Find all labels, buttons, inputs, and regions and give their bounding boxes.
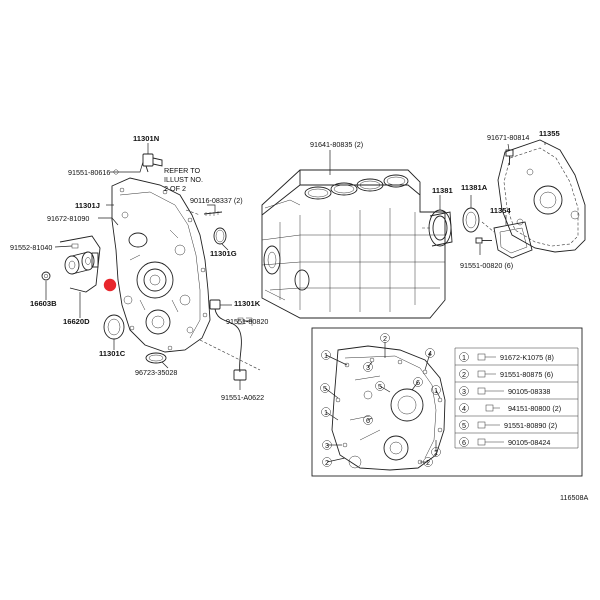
label-11301K: 11301K <box>234 299 261 308</box>
legend-row: 2 91551-80875 (6) <box>459 369 553 379</box>
svg-text:2: 2 <box>426 458 430 467</box>
legend-part: 91551-80875 (6) <box>500 370 553 379</box>
refer-note-line1: REFER TO <box>164 166 200 175</box>
retainer-11381-drawing <box>428 209 453 247</box>
svg-text:2: 2 <box>325 458 329 467</box>
label-16603B: 16603B <box>30 299 57 308</box>
label-91551-A0622: 91551-A0622 <box>221 393 264 402</box>
bracket-16620D-drawing <box>59 235 101 293</box>
label-11381A: 11381A <box>461 183 488 192</box>
sensor-11301N-drawing <box>113 153 163 175</box>
oil-seal-11301C-drawing <box>103 314 125 340</box>
svg-text:5: 5 <box>462 421 466 430</box>
seal-96723-drawing <box>145 352 167 364</box>
part-labels: 11301N 91551-80616 11301J 91672-81090 91… <box>10 129 560 402</box>
legend-part: 91551-80890 (2) <box>504 421 557 430</box>
svg-text:5: 5 <box>323 384 327 393</box>
svg-text:6: 6 <box>366 416 370 425</box>
svg-text:6: 6 <box>416 378 420 387</box>
refer-note-line3: 2 OF 2 <box>164 184 186 193</box>
legend-row: 3 90105-08338 <box>459 386 550 396</box>
label-91672-81090: 91672-81090 <box>47 214 89 223</box>
label-11381: 11381 <box>432 186 453 195</box>
legend-row: 4 94151-80800 (2) <box>459 403 561 413</box>
svg-text:6: 6 <box>462 438 466 447</box>
bolt-91671-drawing <box>505 149 514 165</box>
figure-id: 116508A <box>560 493 588 502</box>
svg-text:2: 2 <box>434 448 438 457</box>
label-11301N: 11301N <box>133 134 159 143</box>
label-90116-08337: 90116-08337 (2) <box>190 196 243 205</box>
svg-text:3: 3 <box>462 387 466 396</box>
fastener-legend: 1 91672-K1075 (8) 2 91551-80875 (6) 3 90… <box>459 352 561 447</box>
svg-text:1: 1 <box>462 353 466 362</box>
label-96723-35028: 96723-35028 <box>135 368 177 377</box>
detail-inset <box>311 327 583 477</box>
svg-text:5: 5 <box>378 382 382 391</box>
svg-text:1: 1 <box>324 351 328 360</box>
label-91552-81040: 91552-81040 <box>10 243 52 252</box>
label-91551-00820: 91551-00820 (6) <box>460 261 513 270</box>
svg-text:4: 4 <box>428 349 432 358</box>
position-marker <box>103 278 117 292</box>
legend-part: 90105-08338 <box>508 387 550 396</box>
label-11355: 11355 <box>539 129 560 138</box>
svg-text:2: 2 <box>462 370 466 379</box>
svg-text:2: 2 <box>383 334 387 343</box>
label-91641-80835: 91641-80835 (2) <box>310 140 363 149</box>
svg-text:4: 4 <box>462 404 466 413</box>
timing-cover-drawing <box>111 177 211 353</box>
svg-text:3: 3 <box>325 441 329 450</box>
legend-row: 5 91551-80890 (2) <box>459 420 557 430</box>
label-11301C: 11301C <box>99 349 126 358</box>
seal-11381A-drawing <box>462 207 480 233</box>
pulley-16603B-drawing <box>41 243 99 281</box>
engine-block-drawing <box>261 169 446 319</box>
label-11301J: 11301J <box>75 201 100 210</box>
stud-90116-drawing <box>203 211 223 216</box>
rear-plate-11355-drawing <box>497 139 586 253</box>
label-91551-80820: 91551-80820 <box>226 317 268 326</box>
legend-part: 90105-08424 <box>508 438 550 447</box>
label-91671-80814: 91671-80814 <box>487 133 529 142</box>
svg-text:1: 1 <box>434 386 438 395</box>
legend-row: 6 90105-08424 <box>459 437 550 447</box>
legend-part: 91672-K1075 (8) <box>500 353 554 362</box>
sensor-11301K-drawing <box>209 299 253 381</box>
svg-text:3: 3 <box>366 363 370 372</box>
label-11301G: 11301G <box>210 249 237 258</box>
bolt-91551-00820-drawing <box>475 237 492 244</box>
bolt-91551-80820-drawing <box>237 317 252 325</box>
gasket-11301G-drawing <box>213 227 227 245</box>
label-11354: 11354 <box>490 206 511 215</box>
label-91551-80616: 91551-80616 <box>68 168 110 177</box>
label-16620D: 16620D <box>63 317 90 326</box>
inset-callouts: 1 2 3 4 5 1 3 2 6 1 2 2 5 6 <box>320 333 441 467</box>
legend-part: 94151-80800 (2) <box>508 404 561 413</box>
legend-row: 1 91672-K1075 (8) <box>459 352 554 362</box>
cover-11354-drawing <box>493 221 533 259</box>
leader-lines <box>45 142 546 390</box>
refer-note-line2: ILLUST NO. <box>164 175 203 184</box>
svg-text:1: 1 <box>324 408 328 417</box>
